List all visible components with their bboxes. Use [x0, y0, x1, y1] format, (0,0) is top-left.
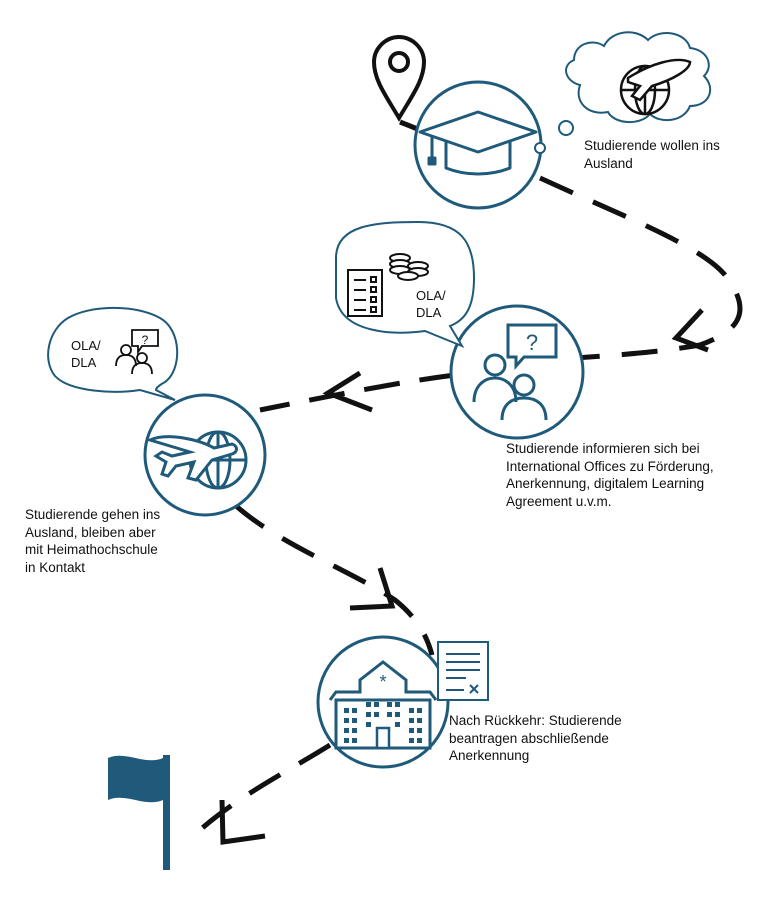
path-arrow-3 — [349, 567, 396, 611]
flag-icon — [108, 755, 170, 870]
step-3-bubble-text: OLA/ DLA — [71, 338, 101, 370]
step-4-node: * — [316, 635, 450, 769]
svg-text:?: ? — [142, 333, 149, 347]
path-segment-1 — [538, 175, 743, 361]
step-1-node — [413, 80, 543, 210]
step-4-label: Nach Rückkehr: Studierende beantragen ab… — [449, 713, 622, 763]
step-2-label: Studierende informieren sich bei Interna… — [506, 441, 714, 509]
globe-airplane-icon — [145, 430, 248, 490]
path-arrow-2 — [322, 370, 373, 413]
path-segment-4 — [198, 742, 332, 832]
path-segment-2 — [259, 372, 456, 413]
people-question-icon: ? — [472, 323, 558, 421]
step-2-speech-bubble — [335, 220, 476, 349]
path-arrow-1 — [671, 308, 709, 353]
path-segment-3 — [233, 503, 435, 656]
step-3-node — [143, 393, 267, 517]
step-1-label: Studierende wollen ins Ausland — [584, 138, 720, 171]
location-pin-icon — [371, 34, 427, 122]
step-3-speech-bubble: ? — [47, 306, 179, 401]
step-2-bubble-text: OLA/ DLA — [416, 288, 446, 320]
journey-path — [198, 119, 743, 845]
globe-airplane-icon — [619, 58, 692, 116]
path-arrow-4 — [219, 799, 266, 845]
svg-text:?: ? — [526, 330, 538, 355]
step-3-label: Studierende gehen ins Ausland, bleiben a… — [25, 507, 161, 575]
people-question-icon: ? — [115, 329, 159, 375]
checklist-icon — [347, 269, 383, 317]
building-windows — [344, 702, 422, 743]
coins-icon — [389, 253, 429, 281]
svg-text:*: * — [379, 672, 386, 692]
step-2-node: ? — [449, 304, 585, 440]
graduation-cap-icon — [418, 110, 538, 176]
university-building-icon: * — [328, 660, 438, 750]
signed-document-icon — [437, 641, 489, 701]
step-1-thought-bubble — [534, 31, 712, 154]
